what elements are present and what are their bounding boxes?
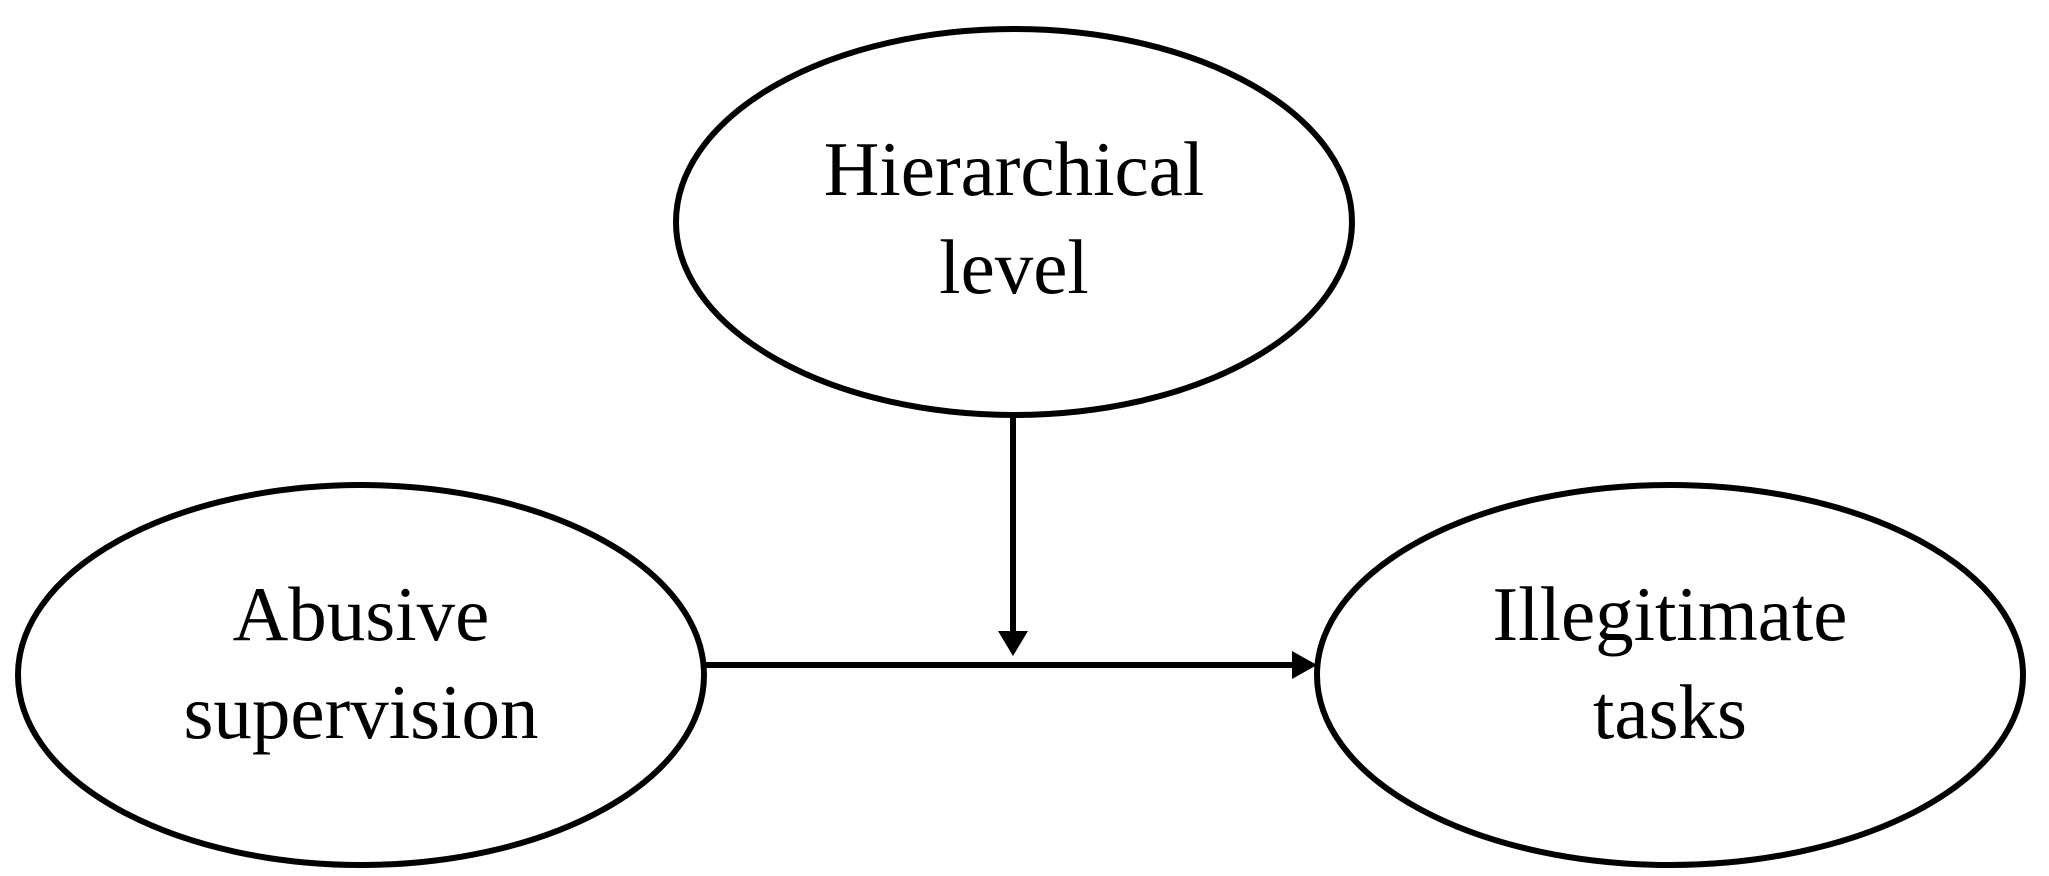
node-hierarchical-level-label-line2: level [939, 224, 1089, 310]
node-abusive-supervision-label-line2: supervision [183, 669, 538, 755]
node-abusive-supervision-label-line1: Abusive [233, 571, 490, 657]
arrowhead-down-icon [998, 631, 1028, 656]
arrow-hierarchical-moderation [998, 414, 1028, 656]
node-abusive-supervision-ellipse [15, 482, 707, 868]
arrow-abusive-to-illegitimate [705, 651, 1317, 679]
node-hierarchical-level: Hierarchical level [673, 26, 1355, 418]
node-hierarchical-level-label-line1: Hierarchical [824, 126, 1204, 212]
node-hierarchical-level-ellipse [673, 26, 1355, 418]
node-abusive-supervision: Abusive supervision [15, 482, 707, 868]
arrowhead-right-icon [1292, 651, 1317, 679]
node-illegitimate-tasks-ellipse [1314, 482, 2026, 868]
node-illegitimate-tasks-label-line2: tasks [1593, 669, 1747, 755]
node-illegitimate-tasks: Illegitimate tasks [1314, 482, 2026, 868]
node-illegitimate-tasks-label-line1: Illegitimate [1493, 571, 1848, 657]
